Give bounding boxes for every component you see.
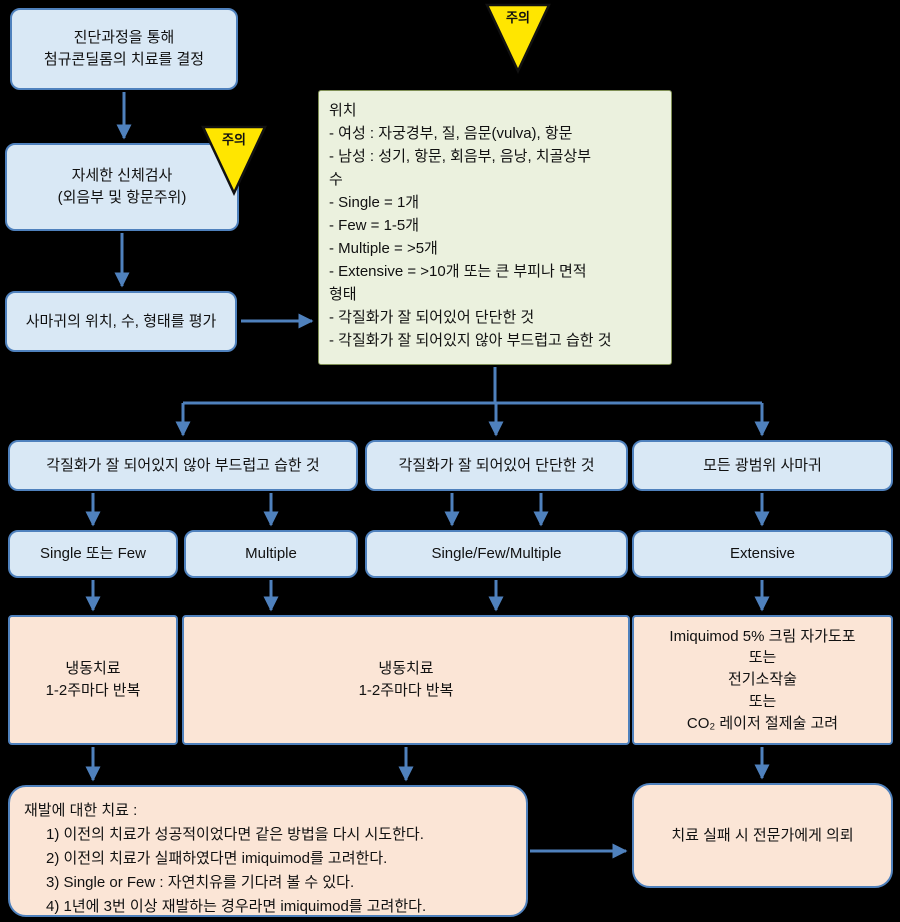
criteria-line: - 남성 : 성기, 항문, 회음부, 음낭, 치골상부	[329, 148, 592, 165]
criteria-line: - Multiple = >5개	[329, 240, 438, 257]
recurrence-item: 1) 이전의 치료가 성공적이었다면 같은 방법을 다시 시도한다.	[46, 826, 424, 843]
criteria-line: - 각질화가 잘 되어있지 않아 부드럽고 습한 것	[329, 332, 612, 349]
criteria-panel: 위치 - 여성 : 자궁경부, 질, 음문(vulva), 항문 - 남성 : …	[318, 90, 672, 365]
recurrence-title: 재발에 대한 치료 :	[24, 802, 138, 819]
arrow-connector	[183, 367, 762, 405]
recurrence-item: 3) Single or Few : 자연치유를 기다려 볼 수 있다.	[46, 874, 355, 891]
caution-label: 주의	[506, 10, 530, 25]
criteria-line: - 각질화가 잘 되어있어 단단한 것	[329, 309, 535, 326]
node-recurrence-treatment: 재발에 대한 치료 : 1) 이전의 치료가 성공적이었다면 같은 방법을 다시…	[8, 785, 528, 917]
node-branch-hard: 각질화가 잘 되어있어 단단한 것	[365, 440, 628, 491]
node-evaluate-warts: 사마귀의 위치, 수, 형태를 평가	[5, 291, 237, 352]
node-physical-exam: 자세한 신체검사 (외음부 및 항문주위)	[5, 143, 239, 231]
warning-triangle-icon: 주의	[483, 2, 553, 76]
node-branch-soft: 각질화가 잘 되어있지 않아 부드럽고 습한 것	[8, 440, 358, 491]
criteria-line: - Single = 1개	[329, 194, 420, 211]
node-refer-specialist: 치료 실패 시 전문가에게 의뢰	[632, 783, 893, 888]
node-treatment-extensive-options: Imiquimod 5% 크림 자가도포 또는 전기소작술 또는 CO₂ 레이저…	[632, 615, 893, 745]
criteria-line: 위치	[329, 102, 357, 119]
node-treatment-cryo-wide: 냉동치료 1-2주마다 반복	[182, 615, 630, 745]
node-count-single-few: Single 또는 Few	[8, 530, 178, 578]
caution-label: 주의	[222, 132, 246, 147]
node-diagnosis: 진단과정을 통해 첨규콘딜롬의 치료를 결정	[10, 8, 238, 90]
node-branch-extensive: 모든 광범위 사마귀	[632, 440, 893, 491]
criteria-line: - Extensive = >10개 또는 큰 부피나 면적	[329, 263, 587, 280]
criteria-line: 수	[329, 171, 343, 188]
recurrence-item: 2) 이전의 치료가 실패하였다면 imiquimod를 고려한다.	[46, 850, 388, 867]
criteria-line: 형태	[329, 286, 357, 303]
node-count-single-few-multiple: Single/Few/Multiple	[365, 530, 628, 578]
criteria-line: - Few = 1-5개	[329, 217, 420, 234]
criteria-line: - 여성 : 자궁경부, 질, 음문(vulva), 항문	[329, 125, 573, 142]
node-count-multiple: Multiple	[184, 530, 358, 578]
node-treatment-cryo-small: 냉동치료 1-2주마다 반복	[8, 615, 178, 745]
warning-triangle-icon: 주의	[199, 124, 269, 198]
recurrence-item: 4) 1년에 3번 이상 재발하는 경우라면 imiquimod를 고려한다.	[46, 898, 427, 915]
node-count-extensive: Extensive	[632, 530, 893, 578]
